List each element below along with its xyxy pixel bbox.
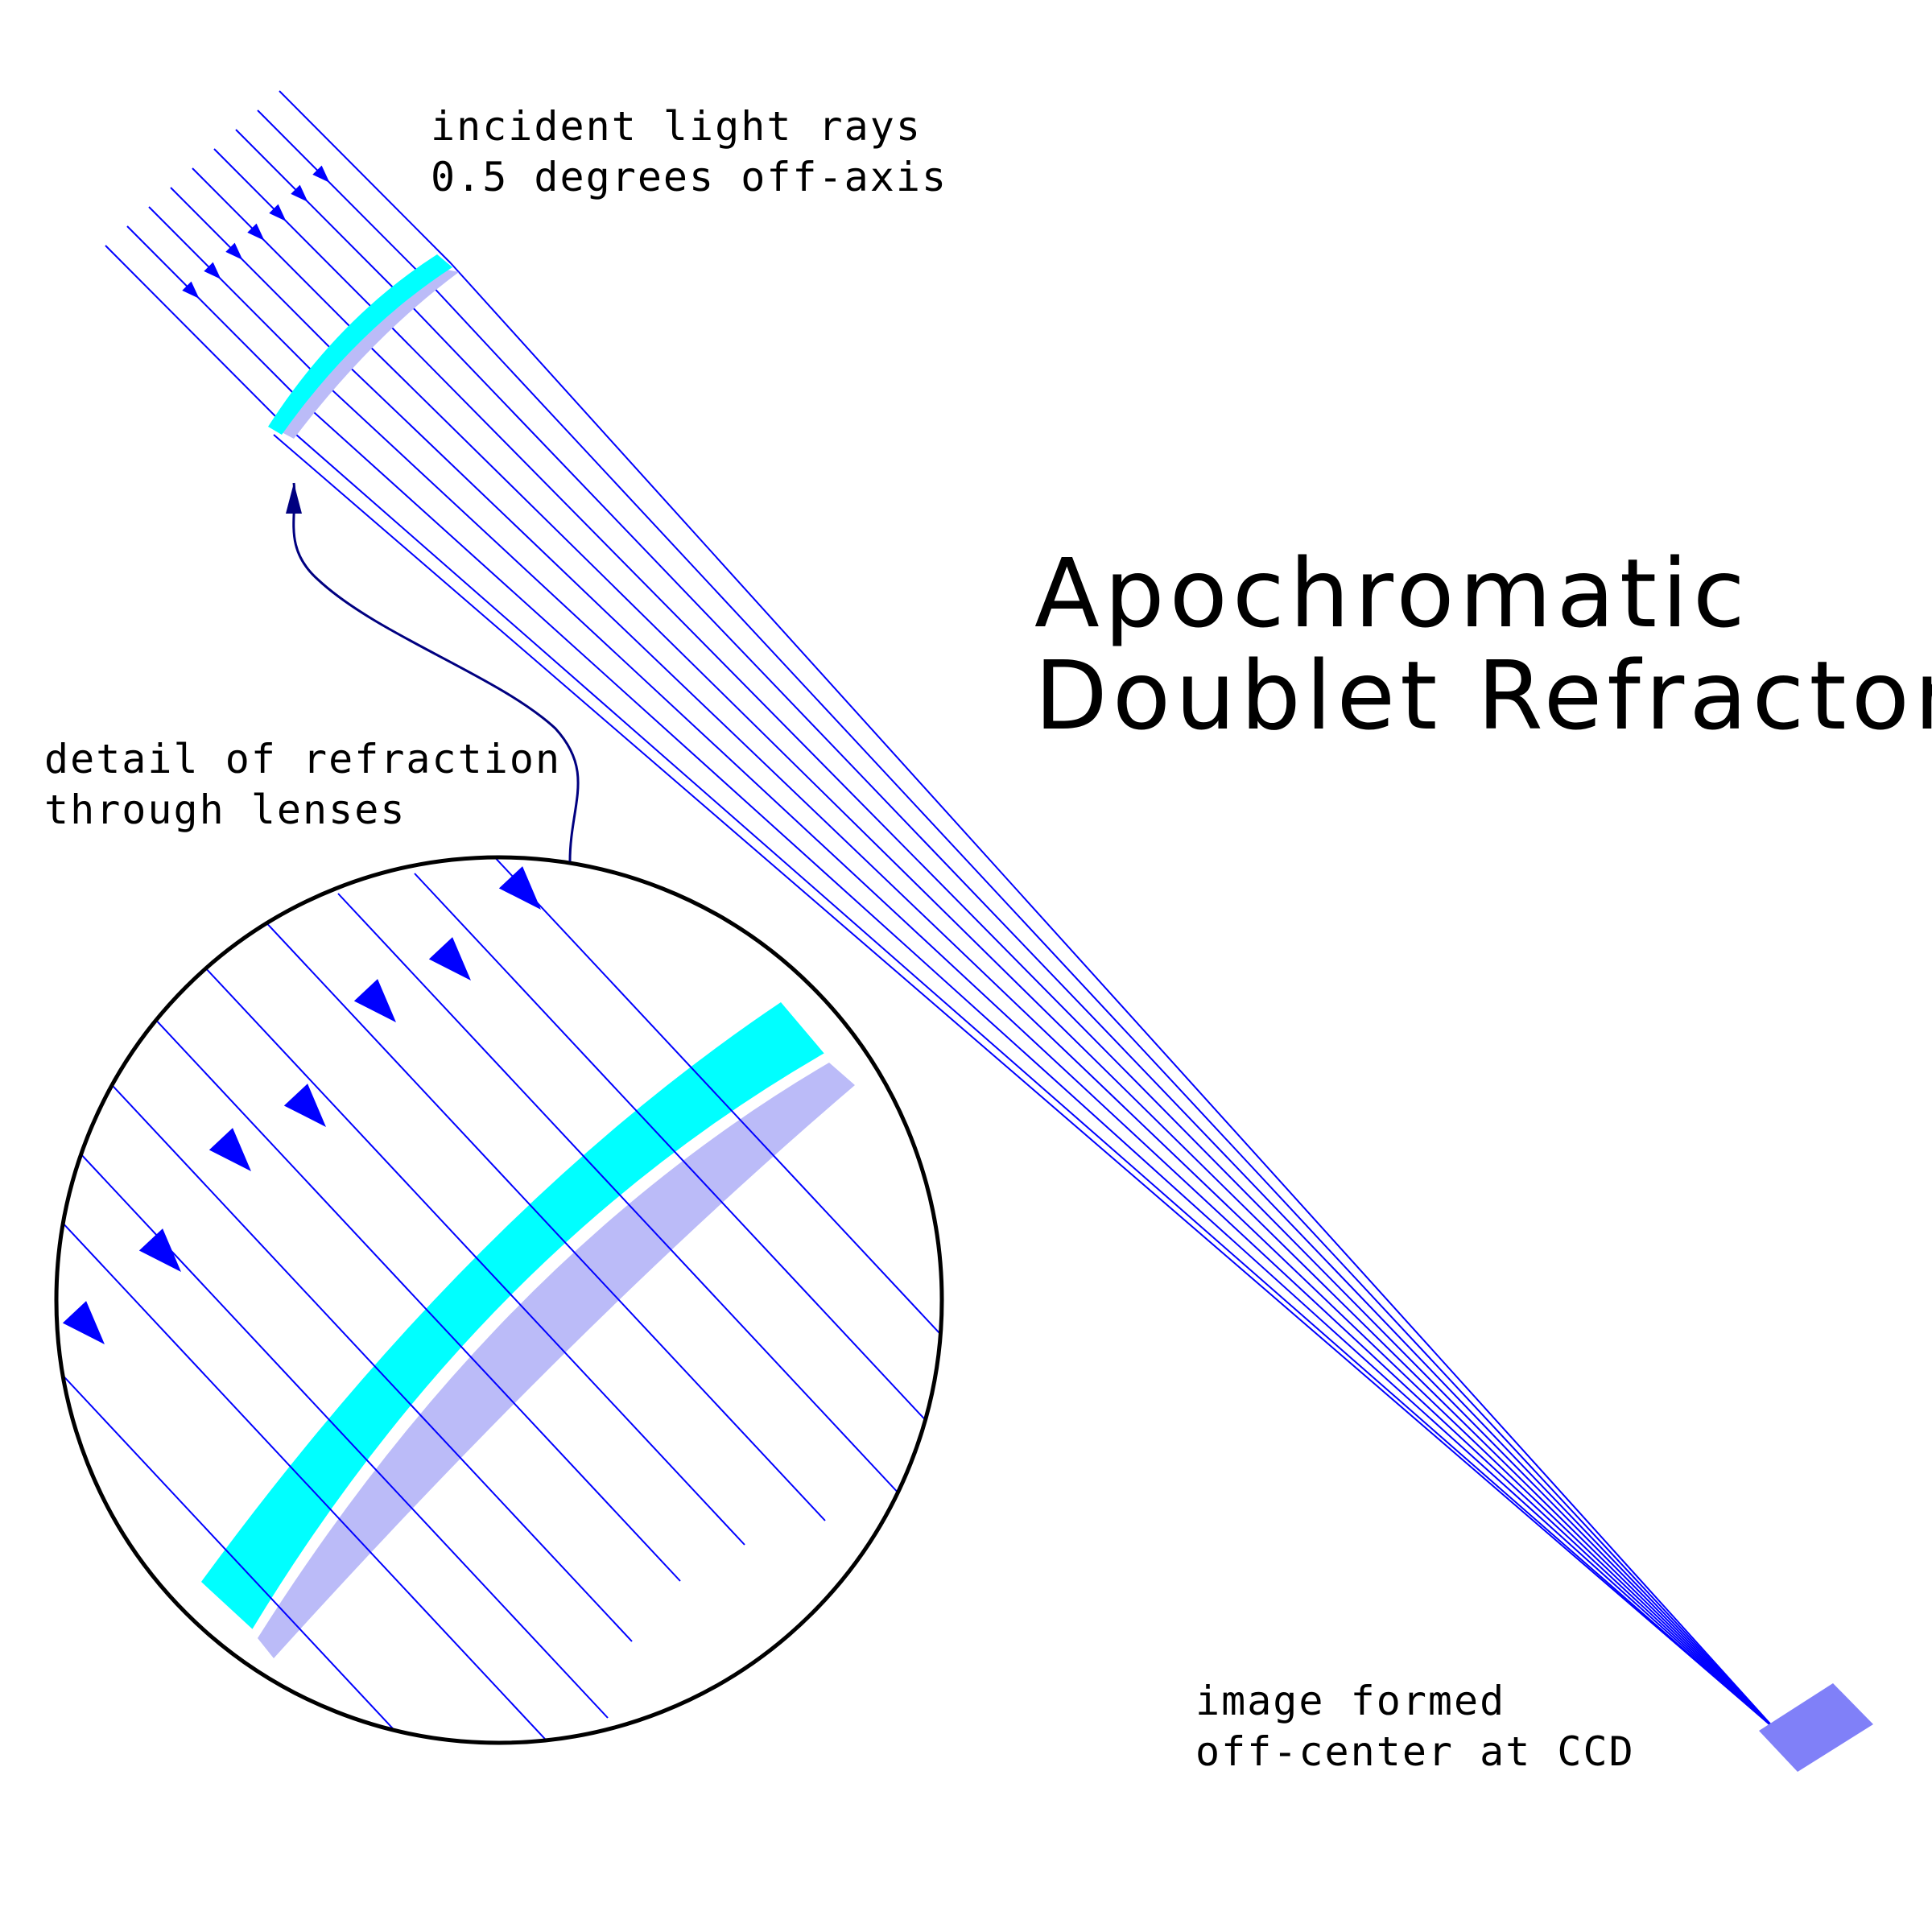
- incident-ray: [257, 109, 430, 283]
- refraction-detail-magnifier: [54, 855, 944, 1745]
- refracted-ray: [407, 301, 1776, 1730]
- incident-ray: [170, 187, 343, 361]
- incident-ray: [148, 206, 321, 380]
- detail-ray-arrowhead: [428, 937, 471, 980]
- diagram-title-line2: Doublet Refractor: [1034, 640, 1932, 751]
- detail-ray: [490, 857, 942, 1457]
- incident-ray: [235, 129, 408, 303]
- detail-ray-arrows: [62, 866, 541, 1344]
- incident-label-line2: 0.5 degrees off-axis: [431, 154, 947, 200]
- ray-direction-arrows: [182, 165, 330, 299]
- ray-arrowhead: [182, 281, 200, 299]
- incident-ray: [279, 90, 452, 264]
- detail-ray-arrowhead: [62, 1301, 105, 1344]
- flint-lens-detail: [258, 1063, 855, 1658]
- detail-light-rays: [56, 857, 942, 1743]
- ray-arrowhead: [291, 184, 308, 202]
- incident-ray: [213, 148, 386, 322]
- ray-arrowhead: [247, 223, 265, 241]
- flint-lens-element: [282, 268, 459, 439]
- incident-ray: [126, 225, 299, 399]
- diagram-title-line1: Apochromatic: [1034, 538, 1750, 649]
- detail-ray-arrowhead: [208, 1128, 251, 1171]
- incident-ray: [105, 245, 278, 419]
- detail-ray: [180, 941, 745, 1546]
- crown-lens-element: [268, 254, 452, 435]
- ray-arrowhead: [204, 262, 221, 279]
- detail-pointer-arrow: [292, 482, 580, 862]
- detail-ray-arrowhead: [353, 979, 396, 1022]
- ccd-sensor: [1759, 1683, 1873, 1772]
- lens-interface-line: [252, 1053, 826, 1632]
- detail-ray: [56, 1368, 621, 1743]
- pointer-arrowhead: [286, 483, 302, 514]
- crown-lens-detail: [201, 1002, 825, 1630]
- light-ray-bundle: [105, 90, 1776, 1730]
- image-label-line2: off-center at CCD: [1195, 1728, 1635, 1775]
- detail-ray-arrowhead: [283, 1084, 326, 1127]
- refracted-ray: [363, 340, 1776, 1730]
- detail-ray: [56, 1207, 613, 1743]
- image-label-line1: image formed: [1195, 1678, 1505, 1724]
- detail-ray: [261, 917, 826, 1521]
- refracted-ray: [320, 378, 1776, 1730]
- refracted-ray: [385, 320, 1776, 1730]
- detail-label-line1: detail of refraction: [44, 736, 561, 782]
- refracted-ray: [298, 398, 1776, 1730]
- detail-label-line2: through lenses: [44, 786, 406, 833]
- ray-arrowhead: [269, 204, 287, 221]
- detail-ray: [116, 977, 681, 1582]
- detail-ray-arrowhead: [138, 1228, 181, 1272]
- incident-label-line1: incident light rays: [431, 103, 922, 150]
- ray-arrowhead: [312, 165, 330, 183]
- refracted-ray: [341, 359, 1776, 1730]
- magnifier-circle: [54, 855, 944, 1745]
- refracted-ray: [428, 282, 1776, 1730]
- detail-ray: [68, 1038, 633, 1642]
- refracted-ray: [273, 434, 1776, 1730]
- detail-ray-arrowhead: [498, 866, 541, 910]
- detail-ray: [56, 1114, 609, 1719]
- refracted-ray: [450, 262, 1776, 1730]
- ray-arrowhead: [225, 242, 243, 260]
- detail-ray: [414, 873, 942, 1477]
- detail-ray: [337, 893, 902, 1497]
- incident-ray: [192, 167, 365, 341]
- refracted-ray: [276, 417, 1776, 1730]
